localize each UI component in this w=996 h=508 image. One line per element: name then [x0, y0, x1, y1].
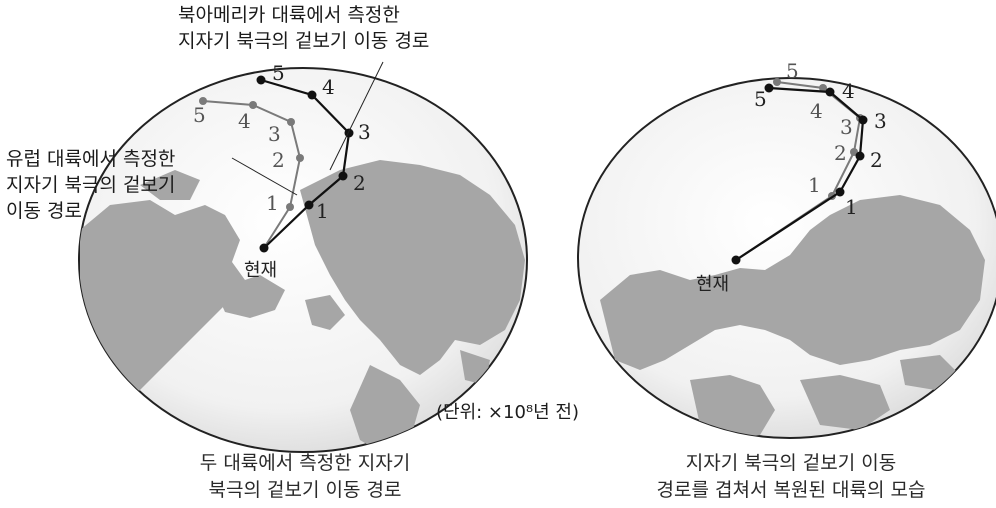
- left-eu-labels: 1 2 3 4 5: [193, 103, 285, 215]
- left-eu-label-3: 3: [268, 122, 281, 146]
- left-caption-line-2: 북극의 겉보기 이동 경로: [208, 479, 402, 501]
- unit-label: (단위: ×10⁸년 전): [436, 402, 579, 423]
- left-caption: 두 대륙에서 측정한 지자기 북극의 겉보기 이동 경로: [140, 450, 470, 504]
- right-eu-label-3: 3: [840, 115, 853, 139]
- eu-label-line-1: 유럽 대륙에서 측정한: [6, 148, 176, 170]
- left-na-point-5: [256, 75, 266, 85]
- right-na-label-1: 1: [845, 195, 858, 219]
- right-na-point-5: [764, 83, 774, 93]
- left-na-label-4: 4: [322, 75, 335, 99]
- left-eu-label-5: 5: [193, 103, 206, 127]
- right-eu-label-4: 4: [810, 99, 823, 123]
- left-na-labels: 1 2 3 4 5: [272, 61, 371, 223]
- right-na-point-3: [858, 115, 868, 125]
- na-label-line-1: 북아메리카 대륙에서 측정한: [178, 4, 400, 26]
- right-na-label-2: 2: [870, 148, 883, 172]
- na-leader-line: [329, 61, 384, 171]
- left-na-point-2: [338, 171, 348, 181]
- left-eu-point-5: [199, 97, 207, 105]
- na-label-line-2: 지자기 북극의 겉보기 이동 경로: [178, 30, 430, 52]
- north-america-path-label: 북아메리카 대륙에서 측정한 지자기 북극의 겉보기 이동 경로: [178, 2, 429, 54]
- right-caption-line-2: 경로를 겹쳐서 복원된 대륙의 모습: [656, 479, 926, 501]
- right-na-label-5: 5: [754, 87, 767, 111]
- right-na-point-4: [825, 87, 835, 97]
- left-na-label-5: 5: [272, 61, 285, 85]
- left-na-point-1: [304, 200, 314, 210]
- left-eu-label-1: 1: [266, 191, 279, 215]
- left-eu-point-3: [287, 118, 295, 126]
- right-caption: 지자기 북극의 겉보기 이동 경로를 겹쳐서 복원된 대륙의 모습: [616, 450, 966, 504]
- right-globe: [577, 77, 996, 439]
- right-na-label-4: 4: [842, 79, 855, 103]
- right-eu-label-5: 5: [786, 59, 799, 83]
- left-na-label-1: 1: [316, 199, 329, 223]
- right-na-point-1: [835, 187, 845, 197]
- left-eu-label-4: 4: [238, 109, 251, 133]
- right-na-label-3: 3: [874, 109, 887, 133]
- left-na-point-3: [344, 128, 354, 138]
- left-north-america-path: [256, 75, 354, 253]
- left-na-label-3: 3: [358, 120, 371, 144]
- left-na-label-2: 2: [353, 171, 366, 195]
- right-eu-labels: 1 2 3 4 5: [786, 59, 853, 197]
- eu-label-line-2: 지자기 북극의 겉보기: [6, 174, 176, 196]
- right-eu-point-5: [773, 78, 781, 86]
- right-north-america-path: [731, 83, 868, 265]
- left-na-point-4: [307, 90, 317, 100]
- left-present-point: [259, 243, 269, 253]
- right-globe-landmasses: [600, 195, 985, 438]
- left-eu-point-1: [286, 203, 294, 211]
- left-eu-label-2: 2: [272, 148, 285, 172]
- left-globe: [78, 67, 528, 453]
- right-eu-label-2: 2: [834, 141, 847, 165]
- right-eu-label-1: 1: [808, 173, 821, 197]
- europe-path-label: 유럽 대륙에서 측정한 지자기 북극의 겉보기 이동 경로: [6, 146, 175, 224]
- left-eu-point-4: [249, 101, 257, 109]
- right-na-point-2: [855, 151, 865, 161]
- left-europe-path: [199, 97, 304, 249]
- left-present-label: 현재: [244, 260, 277, 281]
- right-present-point: [731, 255, 741, 265]
- right-caption-line-1: 지자기 북극의 겉보기 이동: [685, 452, 897, 474]
- left-caption-line-1: 두 대륙에서 측정한 지자기: [199, 452, 411, 474]
- right-eu-point-4: [819, 84, 827, 92]
- right-na-labels: 1 2 3 4 5: [754, 79, 887, 219]
- eu-leader-line: [231, 157, 298, 196]
- eu-label-line-3: 이동 경로: [6, 200, 82, 222]
- left-eu-point-2: [296, 154, 304, 162]
- right-present-label: 현재: [696, 274, 729, 295]
